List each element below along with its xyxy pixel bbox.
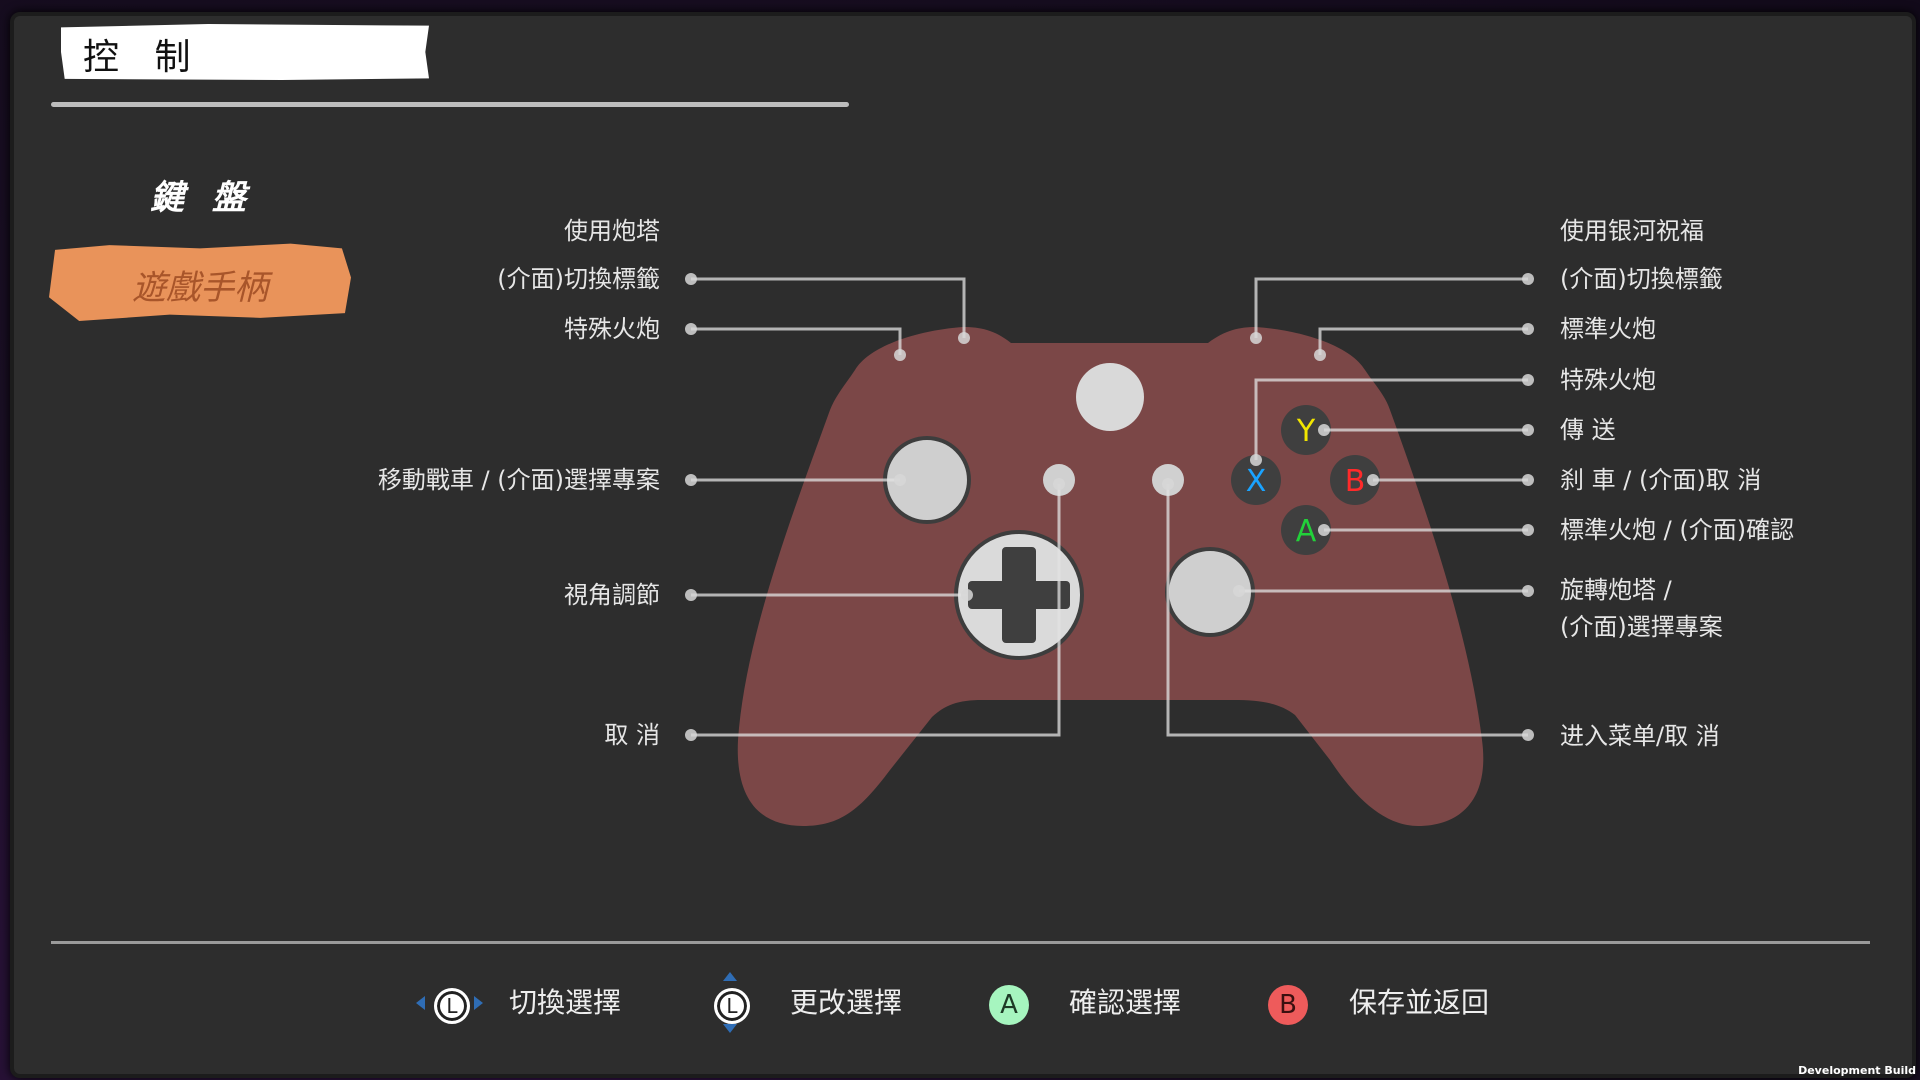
label-rotate-turret: 旋轉炮塔 / [1560,576,1672,604]
arrow-right-icon [474,996,483,1010]
label-cancel: 取 消 [604,721,660,749]
development-build-label: Development Build [1798,1064,1916,1077]
callout-lines [691,277,1528,737]
x-button-label: X [1246,464,1267,499]
label-brake: 刹 車 / (介面)取 消 [1560,466,1762,494]
tab-gamepad[interactable]: 遊戲手柄 [132,268,268,308]
label-right-special-fire: 特殊火炮 [1560,366,1656,394]
label-galaxy-blessing: 使用银河祝福 [1560,217,1704,245]
b-button-icon: B [1268,985,1308,1025]
left-stick-icon: L [714,988,750,1024]
hint-switch-selection: 切換選擇 [509,986,622,1019]
y-button [1281,405,1331,455]
label-standard-fire: 標準火炮 [1560,315,1656,343]
footer-divider [51,941,1870,944]
label-rotate-turret-ui: (介面)選擇專案 [1560,613,1723,641]
y-button-label: Y [1296,414,1316,449]
a-button-icon: A [989,985,1029,1025]
arrow-down-icon [723,1024,737,1033]
callout-dots [685,273,1534,741]
a-button-label: A [1296,514,1317,549]
label-move-tank: 移動戰車 / (介面)選擇專案 [377,466,660,494]
dpad-cross-icon [968,547,1070,643]
arrow-up-icon [723,972,737,981]
label-use-turret: 使用炮塔 [564,217,660,245]
a-button [1281,505,1331,555]
tab-keyboard[interactable]: 鍵 盤 [150,178,254,218]
label-camera: 視角調節 [564,581,660,609]
title-banner [61,24,429,80]
guide-button [1076,363,1144,431]
b-button-label: B [1345,464,1366,499]
label-confirm: 標準火炮 / (介面)確認 [1560,516,1795,544]
label-menu: 进入菜单/取 消 [1560,722,1720,750]
x-button [1231,455,1281,505]
hint-change-selection: 更改選擇 [790,986,903,1019]
label-right-switch-tab: (介面)切換標籤 [1560,265,1723,293]
label-left-switch-tab: (介面)切換標籤 [497,265,660,293]
arrow-left-icon [416,996,425,1010]
title-divider [51,102,849,107]
hint-save-and-return[interactable]: 保存並返回 [1349,986,1490,1019]
b-button [1330,455,1380,505]
tab-gamepad-highlight [49,243,351,321]
label-left-special-fire: 特殊火炮 [564,315,660,343]
page-title: 控 制 [83,37,203,78]
hint-confirm-selection[interactable]: 確認選擇 [1069,986,1182,1019]
left-stick-icon: L [434,988,470,1024]
label-teleport: 傳 送 [1560,416,1616,444]
